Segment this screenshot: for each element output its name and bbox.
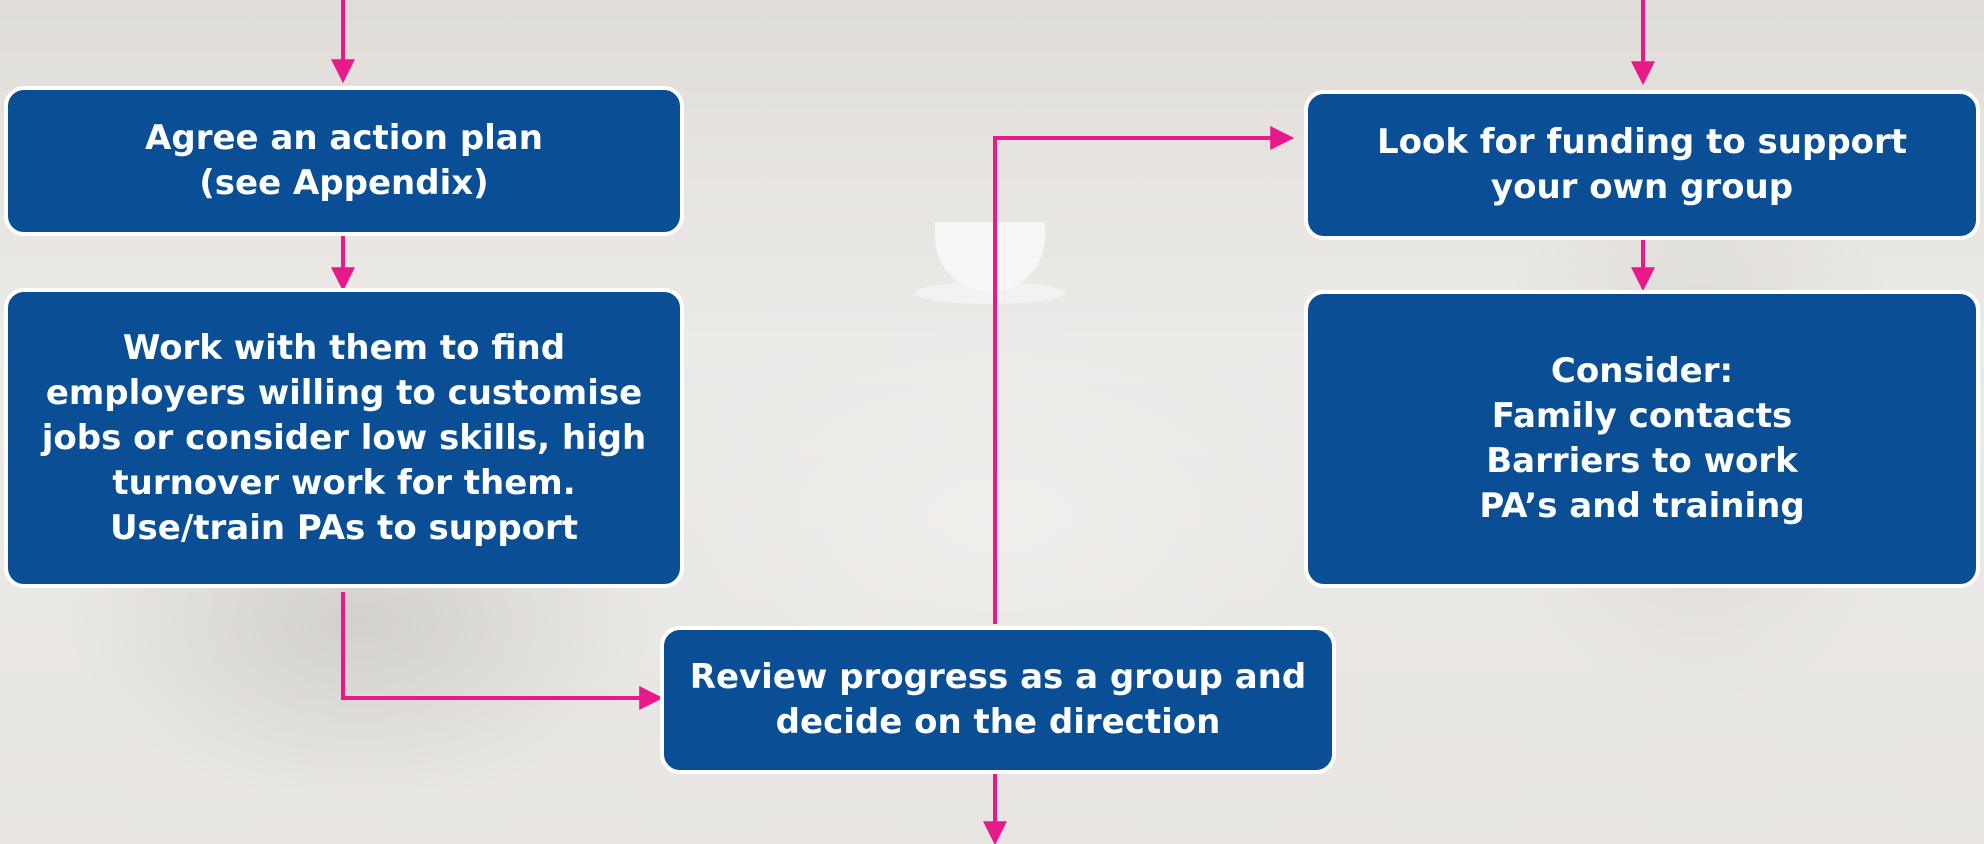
work-line-1: Work with them to find — [122, 327, 566, 368]
work-with-them-box: Work with them to find employers willing… — [4, 288, 684, 588]
agree-plan-line-2: (see Appendix) — [199, 163, 489, 203]
review-line-1: Review progress as a group and — [689, 657, 1307, 697]
agree-plan-line-1: Agree an action plan — [145, 118, 543, 158]
work-line-2: employers willing to customise — [45, 372, 643, 413]
consider-box: Consider: Family contacts Barriers to wo… — [1304, 290, 1980, 588]
funding-line-2: your own group — [1490, 167, 1794, 207]
consider-line-3: Barriers to work — [1486, 441, 1798, 481]
saucer — [915, 282, 1065, 304]
work-line-3: jobs or consider low skills, high — [41, 417, 647, 458]
funding-line-1: Look for funding to support — [1376, 122, 1908, 162]
consider-line-1: Consider: — [1550, 351, 1734, 391]
consider-line-2: Family contacts — [1491, 396, 1793, 436]
arrow-review-to-funding — [993, 126, 1295, 624]
agree-action-plan-box: Agree an action plan (see Appendix) — [4, 86, 684, 236]
arrow-work-to-review — [341, 592, 664, 710]
review-line-2: decide on the direction — [775, 702, 1221, 742]
work-line-4: turnover work for them. — [112, 462, 576, 503]
look-for-funding-box: Look for funding to support your own gro… — [1304, 90, 1980, 240]
review-progress-box: Review progress as a group and decide on… — [660, 626, 1336, 774]
consider-line-4: PA’s and training — [1479, 486, 1805, 526]
work-line-5: Use/train PAs to support — [109, 507, 579, 548]
